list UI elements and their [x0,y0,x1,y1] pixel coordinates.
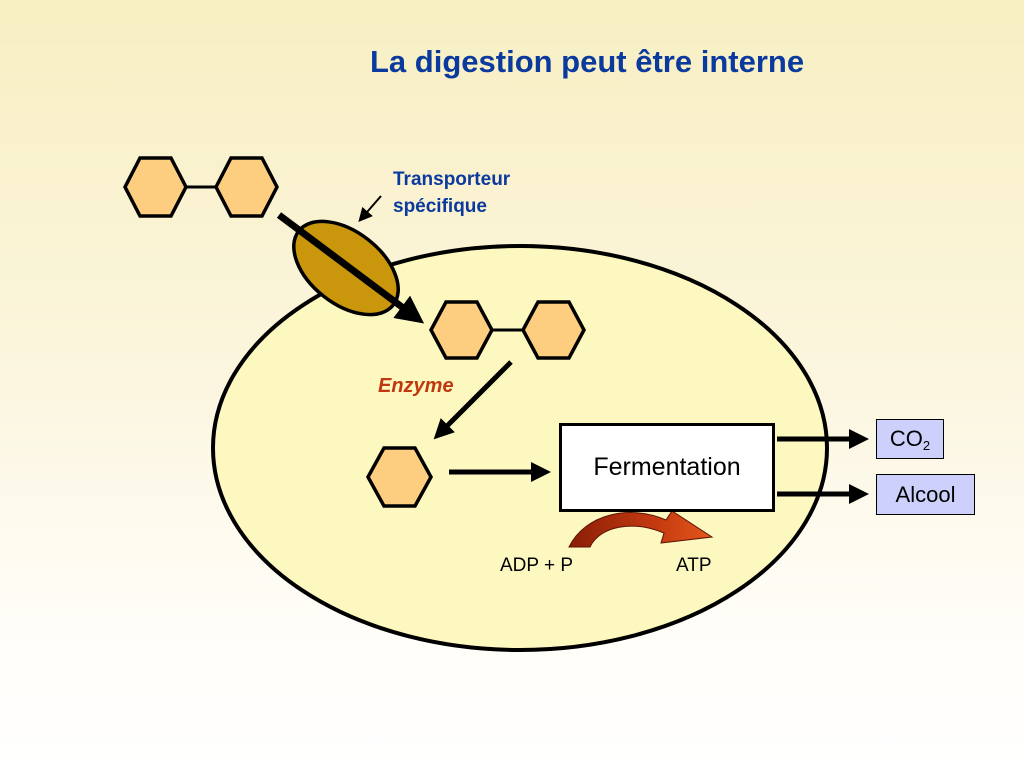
glucose-hexagon [214,156,279,218]
disaccharide-inside [429,300,586,360]
adp-label: ADP + P [500,555,574,576]
atp-production-arrow [568,510,714,548]
transport-arrow [276,212,425,324]
enzyme-label: Enzyme [378,375,454,397]
disaccharide-outside [123,156,279,218]
glucose-monomer-hexagon [366,446,433,508]
cell-membrane [211,244,829,652]
transporteur-pointer [358,195,382,223]
atp-label: ATP [676,555,712,576]
transporteur-label-line2: spécifique [393,196,487,217]
alcool-label: Alcool [895,481,956,507]
fermentation-label: Fermentation [593,453,741,481]
glucose-hexagon [521,300,586,360]
co2-subscript: 2 [922,437,931,453]
transporteur-label: Transporteur spécifique [393,166,510,220]
co2-main: CO [889,425,923,451]
glucose-hexagon [123,156,188,218]
co2-box: CO2 [876,419,944,459]
co2-label: CO2 [890,426,930,453]
transporteur-label-line1: Transporteur [393,169,511,190]
alcool-box: Alcool [876,474,975,515]
fermentation-box: Fermentation [559,423,775,512]
enzyme-arrow [433,360,513,440]
glucose-hexagon [429,300,494,360]
page-title: La digestion peut être interne [370,44,805,79]
